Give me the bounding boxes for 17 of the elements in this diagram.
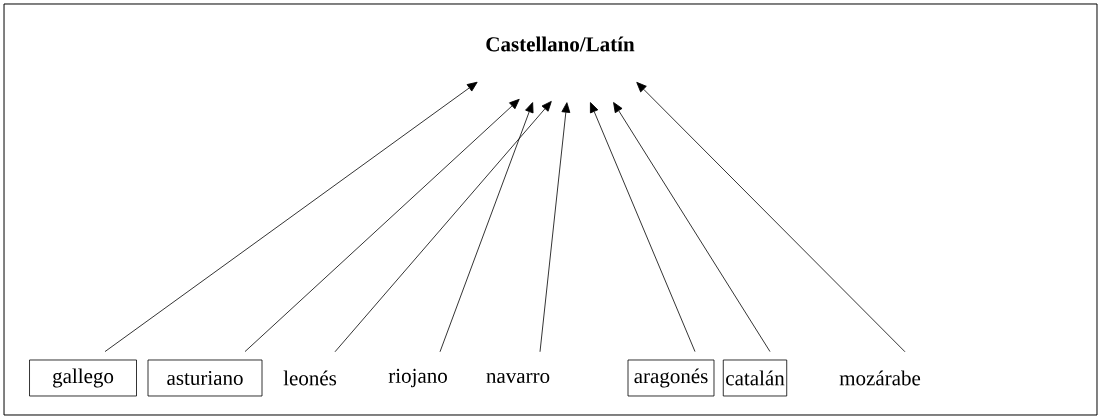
language-label: riojano [388,368,447,388]
language-box: aragonés [627,359,715,397]
language-label: leonés [283,370,337,386]
arrow [539,102,571,353]
arrow [636,81,906,353]
language-box: asturiano [147,359,263,397]
language-box: catalán [722,359,788,397]
arrow [334,101,552,353]
arrow [439,102,534,353]
language-label: mozárabe [839,370,921,386]
arrow [104,81,478,352]
language-label: navarro [486,372,550,384]
arrow [590,102,696,352]
arrow [613,102,771,352]
title-text: Castellano/Latín [486,36,635,52]
arrow [244,98,520,352]
language-box: gallego [29,359,137,397]
